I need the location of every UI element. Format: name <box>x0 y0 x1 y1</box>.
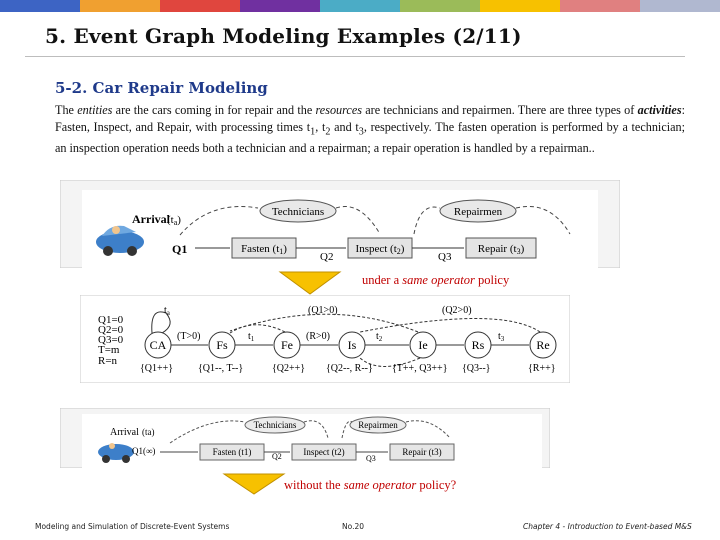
event-node-re <box>529 331 557 359</box>
svg-text:Repairmen: Repairmen <box>358 420 398 430</box>
update-re: {R++} <box>528 363 556 374</box>
stripe-segment <box>640 0 720 12</box>
technicians-resource <box>259 199 337 223</box>
footer-page-number: No.20 <box>342 522 364 531</box>
svg-text:Fasten (t1): Fasten (t1) <box>213 447 252 457</box>
queue-q1: Q1 <box>172 242 187 256</box>
term-entities: entities <box>77 103 113 117</box>
slide-title: 5. Event Graph Modeling Examples (2/11) <box>45 24 522 48</box>
svg-text:T=m: T=m <box>98 344 120 356</box>
stripe-segment <box>320 0 400 12</box>
activity-cycle-diagram-no-same-operator: Arrival (ta) Technicians Repairmen Q1(∞)… <box>60 408 550 468</box>
stripe-segment <box>160 0 240 12</box>
svg-text:Repair (t3): Repair (t3) <box>402 447 441 457</box>
svg-text:Fs: Fs <box>216 338 228 352</box>
footer-course: Modeling and Simulation of Discrete-Even… <box>35 522 230 531</box>
svg-text:CA: CA <box>150 338 167 352</box>
stripe-segment <box>0 0 80 12</box>
update-rs: {Q3--} <box>462 363 490 374</box>
svg-text:ta: ta <box>164 305 171 317</box>
svg-text:Repairmen: Repairmen <box>454 206 503 218</box>
svg-text:Q2: Q2 <box>272 452 282 461</box>
update-fe: {Q2++} <box>272 363 305 374</box>
svg-text:Arrival: Arrival <box>110 427 139 438</box>
top-color-stripe <box>0 0 720 12</box>
stripe-segment <box>400 0 480 12</box>
title-divider <box>25 56 685 57</box>
term-resources: resources <box>315 103 362 117</box>
repair-activity <box>465 237 537 259</box>
svg-text:Is: Is <box>348 338 357 352</box>
svg-text:Technicians: Technicians <box>272 206 324 218</box>
update-is: {Q2--, R--} <box>326 363 373 374</box>
svg-text:Re: Re <box>536 338 549 352</box>
svg-text:Q3=0: Q3=0 <box>98 334 124 346</box>
policy-caption-2: without the same operator policy? <box>284 478 457 492</box>
svg-text:(T>0): (T>0) <box>177 331 200 342</box>
svg-text:Inspect (t2): Inspect (t2) <box>303 447 344 457</box>
svg-text:Ie: Ie <box>418 338 427 352</box>
car-icon <box>96 225 144 256</box>
svg-text:(ta): (ta) <box>142 427 155 437</box>
svg-text:Technicians: Technicians <box>254 420 297 430</box>
queue-q2: Q2 <box>320 251 333 263</box>
stripe-segment <box>480 0 560 12</box>
svg-text:(ta): (ta) <box>167 214 181 227</box>
arrival-label: Arrival <box>132 212 171 226</box>
footer-chapter: Chapter 4 - Introduction to Event-based … <box>523 522 692 531</box>
svg-text:t1: t1 <box>248 331 255 343</box>
svg-text:Fasten (t1): Fasten (t1) <box>241 243 287 256</box>
svg-text:Q1=0: Q1=0 <box>98 314 124 326</box>
svg-text:Rs: Rs <box>472 338 485 352</box>
svg-text:t2: t2 <box>376 331 383 343</box>
svg-text:Q2=0: Q2=0 <box>98 324 124 336</box>
svg-text:R=n: R=n <box>98 355 118 367</box>
section-subtitle: 5-2. Car Repair Modeling <box>55 79 268 97</box>
svg-text:Repair (t3): Repair (t3) <box>478 243 525 256</box>
car-icon <box>98 443 134 463</box>
term-activities: activities <box>637 103 682 117</box>
svg-text:(R>0): (R>0) <box>306 331 330 342</box>
activity-cycle-diagram-same-operator: Arrival (ta) Technicians Repairmen Q1 Fa… <box>60 180 620 268</box>
svg-text:Inspect (t2): Inspect (t2) <box>356 243 405 256</box>
update-ca: {Q1++} <box>140 363 173 374</box>
svg-text:(Q2>0): (Q2>0) <box>442 305 472 316</box>
update-fs: {Q1--, T--} <box>198 363 243 374</box>
queue-q3: Q3 <box>438 251 452 263</box>
down-arrow-icon <box>278 271 342 295</box>
svg-text:(Q1>0): (Q1>0) <box>308 305 338 316</box>
down-arrow-icon <box>222 473 286 495</box>
update-ie: {T++, Q3++} <box>392 363 448 374</box>
svg-text:t3: t3 <box>498 331 505 343</box>
repairmen-resource <box>439 199 517 223</box>
stripe-segment <box>560 0 640 12</box>
stripe-segment <box>80 0 160 12</box>
initial-conditions: Q1=0 Q2=0 Q3=0 T=m R=n <box>98 314 124 367</box>
svg-text:Fe: Fe <box>281 338 293 352</box>
event-graph-diagram: Q1=0 Q2=0 Q3=0 T=m R=n CA Fs Fe Is Ie Rs… <box>80 295 570 383</box>
svg-text:Q3: Q3 <box>366 454 376 463</box>
description-paragraph: The entities are the cars coming in for … <box>55 103 686 156</box>
svg-text:Q1(∞): Q1(∞) <box>132 446 155 456</box>
stripe-segment <box>240 0 320 12</box>
policy-caption-1: under a same operator policy <box>362 273 510 287</box>
